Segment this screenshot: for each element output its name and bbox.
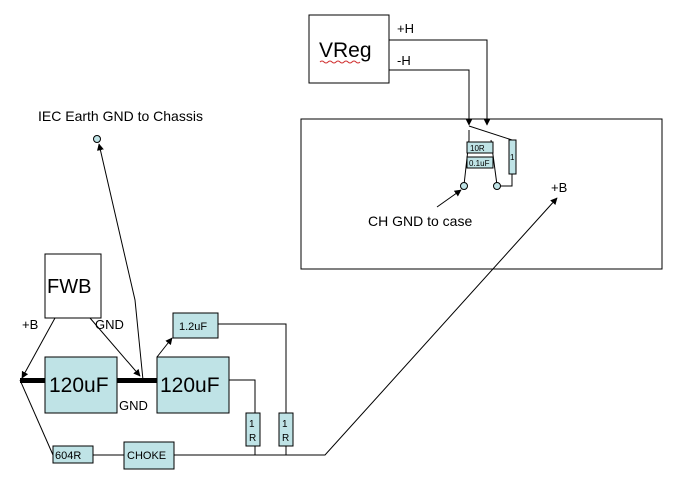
- cap1-120uf: [44, 356, 118, 414]
- small-cap-arrow: [156, 337, 173, 358]
- rail-to-604r-wire: [19, 379, 54, 456]
- r1a-label-2: R: [249, 433, 256, 444]
- ch-gnd-node-left: [460, 182, 468, 190]
- plus-b-right-label: +B: [551, 180, 567, 195]
- ch-gnd-node-right: [493, 182, 501, 190]
- r1b-label-1: 1: [282, 419, 288, 430]
- heater-lead-d: [497, 174, 513, 187]
- heater-lead-a: [468, 125, 513, 141]
- plus-h-wire: [389, 39, 491, 126]
- fwb-label: FWB: [47, 276, 91, 298]
- cap2-to-r1-wire: [229, 379, 256, 413]
- ch-gnd-label: CH GND to case: [368, 213, 472, 229]
- resistor-1r-a: [245, 412, 261, 447]
- fwb-block: [44, 253, 102, 319]
- heater-lead-b: [463, 130, 470, 186]
- fwb-plus-wire: [21, 317, 56, 379]
- tube-01uf-label: 0.1uF: [469, 159, 490, 168]
- iec-earth-label: IEC Earth GND to Chassis: [38, 108, 203, 124]
- gnd-top-label: GND: [95, 317, 124, 332]
- minus-h-label: -H: [397, 53, 411, 68]
- minus-h-wire: [389, 69, 473, 126]
- cap2-label: 120uF: [160, 374, 220, 397]
- cap1-label: 120uF: [49, 374, 109, 397]
- tube-10r-label: 10R: [470, 144, 485, 153]
- plus-h-label: +H: [397, 21, 414, 36]
- tube-10r-resistor: [466, 141, 494, 154]
- tube-01uf-cap: [466, 156, 494, 169]
- tube-side-label: 1: [510, 153, 515, 162]
- cap-small-label: 1.2uF: [179, 321, 207, 333]
- cap-1-2uf: [172, 312, 219, 339]
- r604-label: 604R: [55, 450, 81, 462]
- vreg-block: [308, 14, 390, 84]
- r1a-label-1: 1: [249, 419, 255, 430]
- bus-bar-left: [20, 378, 45, 383]
- cap2-120uf: [156, 356, 230, 414]
- plus-b-left-label: +B: [22, 317, 38, 332]
- gnd-bottom-label: GND: [119, 398, 148, 413]
- fwb-gnd-wire: [89, 317, 141, 377]
- choke-label: CHOKE: [127, 450, 166, 462]
- plus-b-output-wire: [174, 197, 558, 456]
- vreg-label: VReg: [319, 39, 372, 62]
- small-cap-wire: [218, 323, 287, 413]
- iec-earth-node: [93, 135, 101, 143]
- ch-gnd-arrow: [436, 189, 462, 208]
- r1b-label-2: R: [282, 433, 289, 444]
- bus-bar-mid: [117, 378, 157, 383]
- earth-wire: [97, 143, 144, 381]
- spellcheck-underline: [319, 60, 361, 64]
